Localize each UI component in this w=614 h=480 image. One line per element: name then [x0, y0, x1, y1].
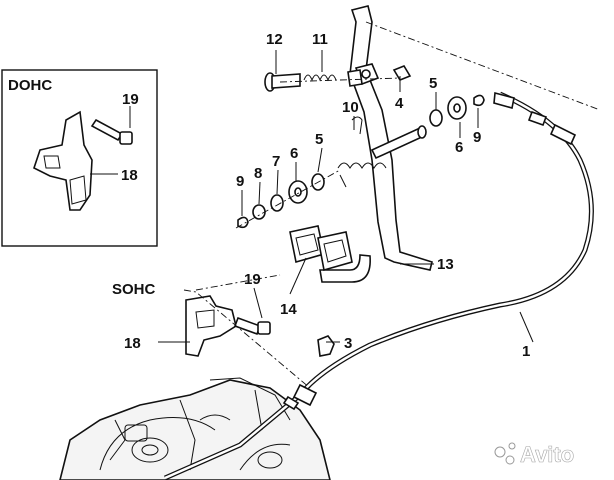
- callout-19-dohc: 19: [122, 91, 139, 108]
- callout-3: 3: [344, 335, 352, 352]
- callout-13: 13: [437, 256, 454, 273]
- avito-watermark: Avito: [494, 442, 574, 467]
- clutch-cable: [163, 91, 594, 480]
- callout-12: 12: [266, 31, 283, 48]
- callout-9-right: 9: [473, 129, 481, 146]
- callout-7: 7: [272, 153, 280, 170]
- sohc-bracket: [185, 295, 271, 357]
- clutch-pedal-arm: [319, 5, 433, 283]
- transmission-housing: [59, 377, 331, 480]
- callout-11: 11: [312, 31, 328, 48]
- pedal-pad: [289, 225, 353, 272]
- callout-5-left: 5: [315, 131, 323, 148]
- callout-5-right: 5: [429, 75, 437, 92]
- callout-4: 4: [395, 95, 404, 112]
- callout-10: 10: [342, 99, 359, 116]
- leader-lines: [90, 50, 534, 343]
- callout-6-right: 6: [455, 139, 463, 156]
- callout-14: 14: [280, 301, 297, 318]
- callout-18-sohc: 18: [124, 335, 141, 352]
- callout-6-left: 6: [290, 145, 298, 162]
- section-label-dohc: DOHC: [8, 77, 52, 94]
- adjuster-bolt-assembly: [264, 65, 412, 92]
- dohc-inset: [1, 69, 158, 247]
- pivot-shaft-assembly: [237, 94, 485, 229]
- watermark-text: Avito: [520, 442, 574, 467]
- center-lines: [183, 21, 601, 389]
- cable-clip: [317, 335, 335, 357]
- section-label-sohc: SOHC: [112, 281, 156, 298]
- callout-19-sohc: 19: [244, 271, 261, 288]
- callout-8: 8: [254, 165, 262, 182]
- callout-9-left: 9: [236, 173, 244, 190]
- callout-18-dohc: 18: [121, 167, 138, 184]
- callout-1: 1: [522, 343, 530, 360]
